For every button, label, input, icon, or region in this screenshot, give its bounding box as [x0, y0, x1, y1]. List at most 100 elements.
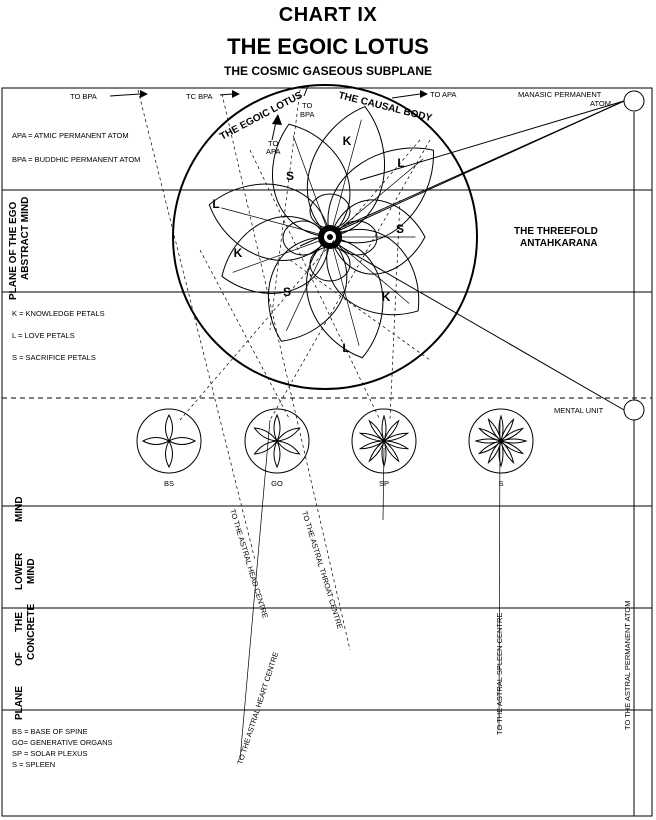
plane-label-plane: PLANE [14, 686, 25, 720]
arrow-head [140, 90, 148, 98]
label-to-bpa-left: TO BPA [70, 92, 97, 101]
chart-subtitle: THE COSMIC GASEOUS SUBPLANE [223, 64, 433, 78]
lotus-petal [306, 105, 385, 238]
centre-petal [499, 438, 528, 444]
plane-label-mind: MIND [14, 496, 25, 522]
lotus-petal [221, 216, 331, 294]
arrow-head [420, 90, 428, 98]
petal-label: S [283, 285, 291, 299]
plane-label-mind-2: MIND [26, 558, 37, 584]
legend-s: S = SACRIFICE PETALS [12, 353, 96, 362]
label-to-bpa-mid: TC BPA [186, 92, 213, 101]
label-astral-head: TO THE ASTRAL HEAD CENTRE [228, 508, 270, 619]
legend-s-spleen: S = SPLEEN [12, 760, 55, 769]
centre-petal [167, 437, 197, 445]
legend-sp: SP = SOLAR PLEXUS [12, 749, 88, 758]
centre-label: S [498, 479, 503, 488]
lotus-bud [282, 193, 378, 282]
chart-number: CHART IX [278, 4, 378, 26]
arrow-to-bpa-left [109, 93, 141, 97]
petal-label: K [343, 134, 352, 148]
petal-label: K [234, 246, 243, 260]
petal-label: L [212, 197, 219, 211]
antahkarana-line [339, 100, 625, 231]
descent-lines [137, 89, 501, 761]
centre-petal [368, 439, 385, 463]
label-mental-unit: MENTAL UNIT [554, 406, 604, 415]
centre-petal [498, 414, 504, 443]
diagram-frame [1, 87, 653, 817]
lotus-petal [327, 147, 434, 244]
petal-label: S [396, 222, 404, 236]
label-to-small-1: TO [268, 139, 278, 148]
petal-vein [285, 236, 331, 331]
centre-petal [498, 439, 504, 468]
plane-label-ego: PLANE OF THE EGO [8, 201, 19, 300]
arrow-head [232, 90, 240, 98]
centre-petal [500, 417, 515, 443]
centre-petal [273, 413, 281, 443]
centre-petal [382, 432, 410, 442]
petal-label: S [286, 169, 294, 183]
arrow-to-apa-right [391, 93, 421, 99]
petal-label: K [382, 290, 391, 304]
centre-petal [358, 432, 386, 442]
centre-petal [477, 440, 503, 455]
centre-petal [165, 413, 173, 443]
centre-petal [275, 440, 301, 455]
antahkarana-line [359, 100, 625, 181]
petal-label: L [397, 156, 404, 170]
causal-body-circle [172, 84, 478, 390]
petal-vein [329, 236, 360, 346]
petal-label: L [342, 341, 349, 355]
label-to-bpa-small-1: TO [302, 101, 312, 110]
lotus-petal [208, 183, 331, 261]
centre-petal [477, 427, 503, 442]
centre-petal [141, 437, 171, 445]
label-astral-throat: TO THE ASTRAL THROAT CENTRE [300, 510, 345, 630]
centre-petal [253, 427, 279, 442]
centre-circle [351, 408, 417, 474]
chart-title: THE EGOIC LOTUS [227, 34, 429, 59]
centre-petal [499, 427, 525, 442]
label-astral-spleen: TO THE ASTRAL SPLEEN CENTRE [495, 613, 504, 735]
legend-k: K = KNOWLEDGE PETALS [12, 309, 105, 318]
label-causal-body: THE CAUSAL BODY [337, 90, 433, 124]
lotus-petal [326, 228, 420, 316]
petal-vein [221, 207, 331, 238]
centre-petal [275, 427, 301, 442]
petal-vein [292, 135, 331, 238]
legend-bs: BS = BASE OF SPINE [12, 727, 88, 736]
legend-apa: APA = ATMIC PERMANENT ATOM [12, 131, 129, 140]
manasic-atom-icon [623, 90, 645, 112]
centre-petal [474, 438, 503, 444]
centre-petal [487, 417, 502, 443]
label-manasic-atom-2: ATOM [590, 99, 611, 108]
centre-circle [136, 408, 202, 474]
petal-vein [329, 119, 362, 238]
plane-label-lower: LOWER [14, 552, 25, 590]
label-to-bpa-small-2: BPA [300, 110, 314, 119]
petal-vein [329, 236, 410, 304]
centre-petal [273, 439, 281, 469]
petal-vein [232, 236, 331, 273]
centre-label: GO [271, 479, 283, 488]
label-to-apa-right: TO APA [430, 90, 456, 99]
centre-circle [468, 408, 534, 474]
antahkarana-line [339, 245, 625, 411]
lotus-petal [271, 123, 351, 238]
centre-petal [165, 439, 173, 469]
centre-label: BS [164, 479, 174, 488]
label-astral-atom: TO THE ASTRAL PERMANENT ATOM [623, 601, 632, 730]
centre-petal [487, 439, 502, 465]
plane-label-the: THE [14, 612, 25, 632]
mental-unit-icon [623, 399, 645, 421]
centre-petal [383, 439, 400, 463]
arrow-to-apa-small [271, 121, 277, 141]
label-antahkarana-2: ANTAHKARANA [520, 238, 598, 249]
centre-label: SP [379, 479, 389, 488]
legend-go: GO= GENERATIVE ORGANS [12, 738, 113, 747]
centre-petal [381, 439, 387, 468]
centre-circle [244, 408, 310, 474]
legend-bpa: BPA = BUDDHIC PERMANENT ATOM [12, 155, 140, 164]
